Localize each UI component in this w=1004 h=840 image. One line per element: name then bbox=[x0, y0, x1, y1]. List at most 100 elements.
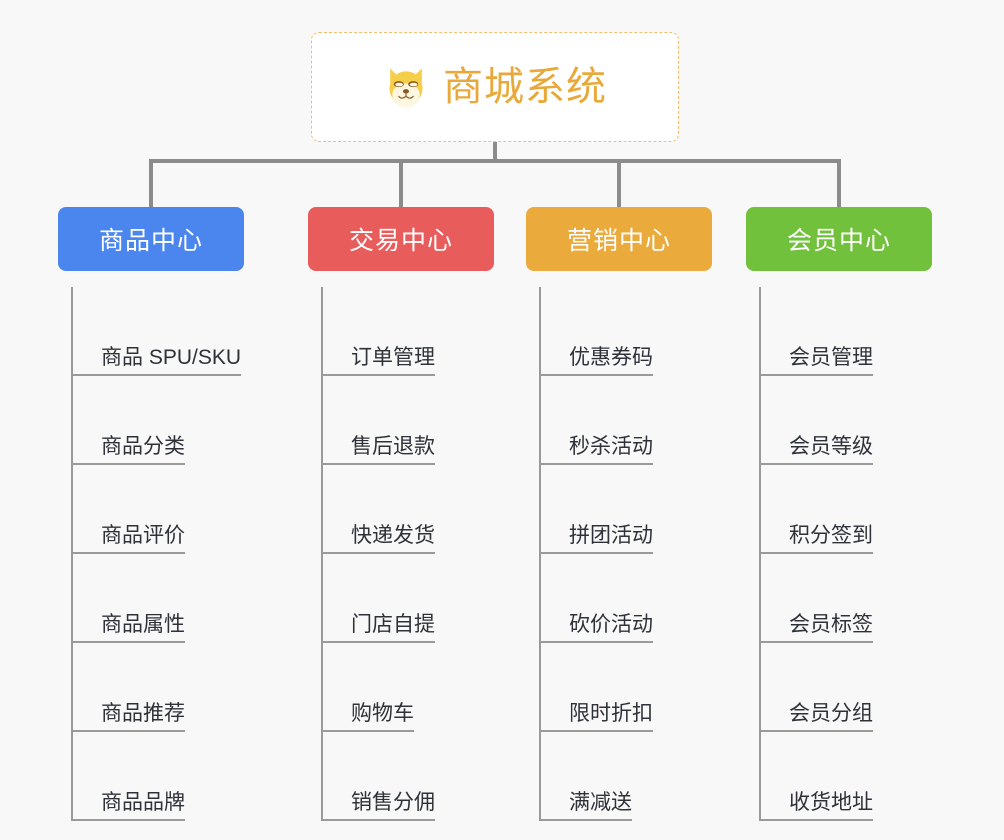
leaf-label: 积分签到 bbox=[759, 524, 873, 554]
leaf-label: 商品分类 bbox=[71, 435, 185, 465]
leaf-item[interactable]: 销售分佣 bbox=[321, 732, 513, 821]
leaf-underline bbox=[759, 819, 873, 821]
leaf-label: 满减送 bbox=[539, 791, 632, 821]
leaf-label: 拼团活动 bbox=[539, 524, 653, 554]
leaf-item[interactable]: 积分签到 bbox=[759, 465, 951, 554]
leaf-label: 购物车 bbox=[321, 702, 414, 732]
leaf-label: 砍价活动 bbox=[539, 613, 653, 643]
branch-column-4: 会员中心 会员管理 会员等级 积分签到 会员标签 会员分组 收货地址 bbox=[746, 207, 951, 821]
leaf-label: 商品评价 bbox=[71, 524, 185, 554]
leaf-item[interactable]: 商品 SPU/SKU bbox=[71, 287, 288, 376]
leaf-spine-4 bbox=[759, 287, 761, 821]
leaf-underline bbox=[71, 819, 185, 821]
leaf-label: 商品推荐 bbox=[71, 702, 185, 732]
leaf-item[interactable]: 会员分组 bbox=[759, 643, 951, 732]
category-label-1: 商品中心 bbox=[98, 227, 203, 255]
connector-drop-1 bbox=[149, 159, 153, 207]
leaf-item[interactable]: 购物车 bbox=[321, 643, 513, 732]
leaf-underline bbox=[71, 463, 185, 465]
leaf-list-1: 商品 SPU/SKU 商品分类 商品评价 商品属性 商品推荐 商品品牌 bbox=[71, 287, 288, 821]
leaf-item[interactable]: 商品品牌 bbox=[71, 732, 288, 821]
leaf-label: 商品 SPU/SKU bbox=[71, 346, 241, 376]
connector-drop-2 bbox=[399, 159, 403, 207]
leaf-underline bbox=[321, 819, 435, 821]
leaf-item[interactable]: 商品推荐 bbox=[71, 643, 288, 732]
leaf-list-2: 订单管理 售后退款 快递发货 门店自提 购物车 销售分佣 bbox=[321, 287, 513, 821]
category-header-3[interactable]: 营销中心 bbox=[526, 207, 712, 271]
category-header-1[interactable]: 商品中心 bbox=[58, 207, 244, 271]
leaf-item[interactable]: 订单管理 bbox=[321, 287, 513, 376]
leaf-label: 收货地址 bbox=[759, 791, 873, 821]
leaf-underline bbox=[321, 552, 435, 554]
leaf-label: 会员等级 bbox=[759, 435, 873, 465]
leaf-underline bbox=[539, 730, 653, 732]
leaf-label: 会员标签 bbox=[759, 613, 873, 643]
leaf-item[interactable]: 砍价活动 bbox=[539, 554, 731, 643]
leaf-item[interactable]: 拼团活动 bbox=[539, 465, 731, 554]
leaf-label: 门店自提 bbox=[321, 613, 435, 643]
leaf-underline bbox=[71, 730, 185, 732]
leaf-label: 订单管理 bbox=[321, 346, 435, 376]
root-node[interactable]: 商城系统 bbox=[311, 32, 679, 142]
leaf-underline bbox=[71, 552, 185, 554]
leaf-underline bbox=[759, 374, 873, 376]
root-title: 商城系统 bbox=[443, 65, 607, 109]
leaf-underline bbox=[321, 730, 414, 732]
branch-column-3: 营销中心 优惠券码 秒杀活动 拼团活动 砍价活动 限时折扣 满减送 bbox=[526, 207, 731, 821]
leaf-item[interactable]: 门店自提 bbox=[321, 554, 513, 643]
branch-column-1: 商品中心 商品 SPU/SKU 商品分类 商品评价 商品属性 商品推荐 商品品牌 bbox=[58, 207, 288, 821]
leaf-spine-1 bbox=[71, 287, 73, 821]
connector-drop-4 bbox=[837, 159, 841, 207]
leaf-underline bbox=[321, 463, 435, 465]
leaf-underline bbox=[539, 374, 653, 376]
leaf-underline bbox=[321, 641, 435, 643]
leaf-label: 商品品牌 bbox=[71, 791, 185, 821]
leaf-item[interactable]: 商品分类 bbox=[71, 376, 288, 465]
leaf-item[interactable]: 商品属性 bbox=[71, 554, 288, 643]
category-header-2[interactable]: 交易中心 bbox=[308, 207, 494, 271]
leaf-label: 秒杀活动 bbox=[539, 435, 653, 465]
leaf-underline bbox=[71, 641, 185, 643]
leaf-underline bbox=[539, 819, 632, 821]
leaf-item[interactable]: 会员等级 bbox=[759, 376, 951, 465]
leaf-spine-2 bbox=[321, 287, 323, 821]
leaf-item[interactable]: 商品评价 bbox=[71, 465, 288, 554]
leaf-item[interactable]: 售后退款 bbox=[321, 376, 513, 465]
leaf-item[interactable]: 限时折扣 bbox=[539, 643, 731, 732]
leaf-item[interactable]: 收货地址 bbox=[759, 732, 951, 821]
leaf-label: 售后退款 bbox=[321, 435, 435, 465]
leaf-label: 快递发货 bbox=[321, 524, 435, 554]
leaf-underline bbox=[539, 641, 653, 643]
connector-horizontal-bar bbox=[149, 159, 841, 163]
leaf-label: 商品属性 bbox=[71, 613, 185, 643]
leaf-list-3: 优惠券码 秒杀活动 拼团活动 砍价活动 限时折扣 满减送 bbox=[539, 287, 731, 821]
leaf-underline bbox=[321, 374, 435, 376]
leaf-label: 销售分佣 bbox=[321, 791, 435, 821]
leaf-spine-3 bbox=[539, 287, 541, 821]
connector-root-stub bbox=[493, 142, 497, 161]
leaf-list-4: 会员管理 会员等级 积分签到 会员标签 会员分组 收货地址 bbox=[759, 287, 951, 821]
leaf-item[interactable]: 秒杀活动 bbox=[539, 376, 731, 465]
leaf-label: 会员管理 bbox=[759, 346, 873, 376]
leaf-item[interactable]: 会员管理 bbox=[759, 287, 951, 376]
branch-column-2: 交易中心 订单管理 售后退款 快递发货 门店自提 购物车 销售分佣 bbox=[308, 207, 513, 821]
leaf-underline bbox=[539, 463, 653, 465]
leaf-label: 限时折扣 bbox=[539, 702, 653, 732]
leaf-underline bbox=[759, 463, 873, 465]
leaf-underline bbox=[759, 641, 873, 643]
connector-drop-3 bbox=[617, 159, 621, 207]
category-label-3: 营销中心 bbox=[566, 227, 671, 255]
leaf-underline bbox=[759, 552, 873, 554]
category-label-4: 会员中心 bbox=[786, 227, 891, 255]
leaf-underline bbox=[759, 730, 873, 732]
leaf-underline bbox=[539, 552, 653, 554]
leaf-item[interactable]: 优惠券码 bbox=[539, 287, 731, 376]
category-label-2: 交易中心 bbox=[348, 227, 453, 255]
leaf-item[interactable]: 满减送 bbox=[539, 732, 731, 821]
leaf-item[interactable]: 会员标签 bbox=[759, 554, 951, 643]
category-header-4[interactable]: 会员中心 bbox=[746, 207, 932, 271]
shiba-inu-dog-face-icon bbox=[389, 68, 423, 108]
leaf-underline bbox=[71, 374, 241, 376]
leaf-item[interactable]: 快递发货 bbox=[321, 465, 513, 554]
